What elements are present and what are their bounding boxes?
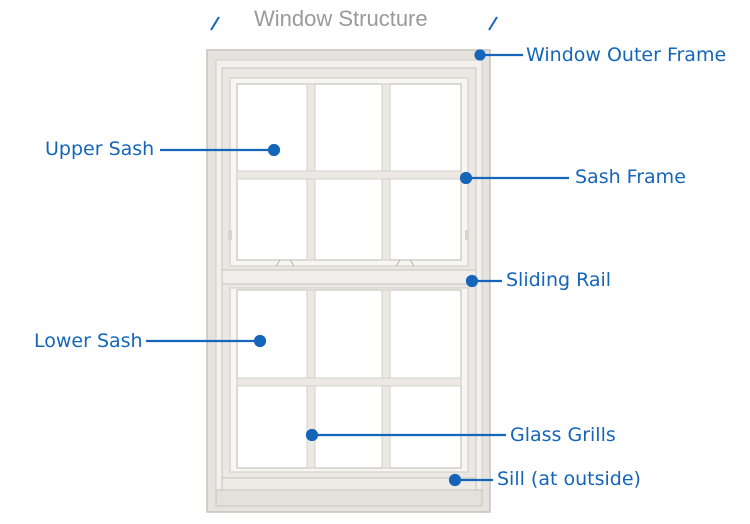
slash-right-icon [488,16,498,31]
lower-sash [221,283,477,481]
label-sliding-rail: Sliding Rail [506,269,612,291]
dot-window-outer-frame [474,49,486,61]
label-sill: Sill (at outside) [497,468,641,490]
label-glass-grills: Glass Grills [510,424,616,446]
upper-sash [221,67,477,273]
sliding-rail [221,269,477,285]
label-sash-frame: Sash Frame [575,166,686,188]
dot-glass-grills [305,428,319,442]
dot-sill [448,473,462,487]
sash-pin-icon [228,230,469,240]
sill [215,477,483,507]
label-lower-sash: Lower Sash [34,330,143,352]
dot-lower-sash [253,334,267,348]
dot-sash-frame [459,171,473,185]
label-upper-sash: Upper Sash [45,138,155,160]
diagram-title: Window Structure [254,6,428,31]
slash-left-icon [210,16,220,31]
sash-latch-icon [275,259,415,267]
dot-sliding-rail [465,274,479,288]
title-bar: Window Structure [0,6,750,32]
leader-lines [146,49,569,487]
lower-grills [236,289,462,469]
dot-upper-sash [267,143,281,157]
label-window-outer-frame: Window Outer Frame [526,44,727,66]
